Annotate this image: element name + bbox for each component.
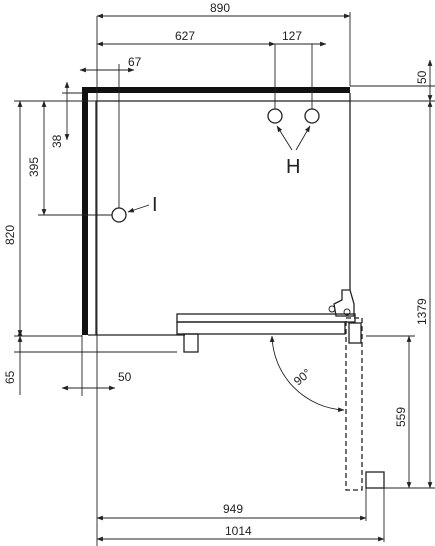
drain-inlet-label: I bbox=[152, 194, 158, 216]
swing-door bbox=[345, 317, 385, 491]
dim-559: 559 bbox=[394, 407, 408, 427]
door-swing-arc bbox=[269, 335, 345, 413]
dim-67: 67 bbox=[128, 55, 142, 69]
dim-820: 820 bbox=[3, 225, 17, 245]
dim-627: 627 bbox=[175, 29, 195, 43]
dim-1379: 1379 bbox=[415, 298, 429, 325]
left-wall bbox=[82, 87, 88, 335]
dim-890: 890 bbox=[210, 1, 230, 15]
dim-38: 38 bbox=[50, 134, 64, 148]
extension-lines bbox=[14, 12, 435, 546]
dim-1014: 1014 bbox=[225, 524, 252, 538]
enclosure-outline bbox=[88, 93, 356, 353]
top-wall bbox=[82, 87, 350, 93]
door-angle-label: 90° bbox=[291, 366, 314, 389]
dim-50-bottom: 50 bbox=[118, 370, 132, 384]
water-inlet-right bbox=[304, 108, 320, 124]
water-inlet-left bbox=[267, 108, 283, 124]
water-inlet-label: H bbox=[286, 156, 300, 178]
dim-127: 127 bbox=[282, 29, 302, 43]
drain-inlet bbox=[111, 207, 127, 223]
dim-395: 395 bbox=[27, 157, 41, 177]
dim-65: 65 bbox=[3, 370, 17, 384]
dim-949: 949 bbox=[223, 502, 243, 516]
dim-50-top: 50 bbox=[415, 70, 429, 84]
